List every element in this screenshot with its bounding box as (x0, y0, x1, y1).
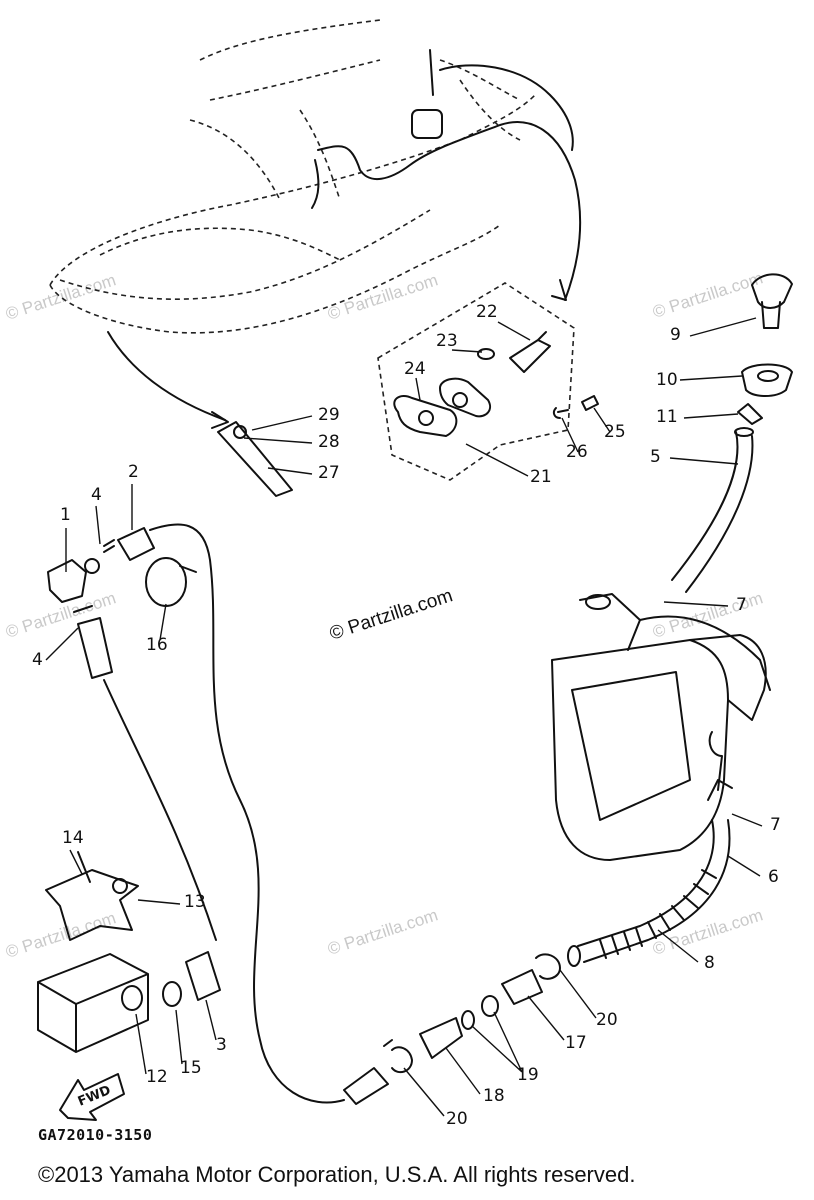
callout-8: 8 (704, 953, 715, 973)
copyright-notice: ©2013 Yamaha Motor Corporation, U.S.A. A… (38, 1162, 636, 1187)
callout-12: 12 (146, 1067, 168, 1087)
lower-left-parts (37, 851, 221, 1053)
callout-18: 18 (483, 1086, 505, 1106)
callout-17: 17 (565, 1033, 587, 1053)
hose (671, 431, 754, 593)
short-hose (343, 1067, 389, 1105)
callout-20a: 20 (596, 1010, 618, 1030)
thin-tube (149, 523, 345, 1104)
corrugated-hose (567, 819, 731, 967)
hull-outline (49, 19, 536, 334)
harness-cable (311, 49, 582, 301)
callout-11: 11 (656, 407, 678, 427)
watermark-center-text: © Partzilla.com (327, 585, 455, 645)
left-top-fittings (47, 527, 217, 941)
watermark-text: © Partzilla.com (325, 905, 440, 958)
callout-6: 6 (768, 867, 779, 887)
callout-15: 15 (180, 1058, 202, 1078)
callout-3: 3 (216, 1035, 227, 1055)
callout-13: 13 (184, 892, 206, 912)
callout-14: 14 (62, 828, 84, 848)
callout-28: 28 (318, 432, 340, 452)
callout-24: 24 (404, 359, 426, 379)
callout-27: 27 (318, 463, 340, 483)
callout-26: 26 (566, 442, 588, 462)
callout-7a: 7 (736, 595, 747, 615)
callout-5: 5 (650, 447, 661, 467)
callout-19: 19 (517, 1065, 539, 1085)
drain-fitting-parts (737, 273, 793, 425)
watermark-text: © Partzilla.com (325, 270, 440, 323)
watermark-text: © Partzilla.com (650, 268, 765, 321)
callout-7b: 7 (770, 815, 781, 835)
callout-29: 29 (318, 405, 340, 425)
watermark-layer: © Partzilla.com © Partzilla.com © Partzi… (3, 268, 765, 961)
watermark-text: © Partzilla.com (650, 588, 765, 641)
pointer-arrow (107, 331, 226, 421)
callout-22: 22 (476, 302, 498, 322)
callout-9: 9 (670, 325, 681, 345)
callout-10: 10 (656, 370, 678, 390)
watermark-text: © Partzilla.com (3, 908, 118, 961)
callout-25: 25 (604, 422, 626, 442)
pump-housing (551, 593, 771, 861)
callout-2: 2 (128, 462, 139, 482)
callout-16: 16 (146, 635, 168, 655)
watermark-text: © Partzilla.com (3, 588, 118, 641)
watermark-text: © Partzilla.com (650, 905, 765, 958)
leader-lines (45, 317, 763, 1117)
callout-layer: 1234456778910111213141516171819202021222… (32, 302, 781, 1129)
callout-23: 23 (436, 331, 458, 351)
forward-arrow-icon: FWD (59, 1073, 125, 1121)
diagram-reference-code: GA72010-3150 (38, 1126, 153, 1144)
watermark-text: © Partzilla.com (3, 270, 118, 323)
callout-20b: 20 (446, 1109, 468, 1129)
switch-assembly-box (377, 282, 599, 481)
callout-4a: 4 (91, 485, 102, 505)
fitting-chain (383, 953, 561, 1074)
callout-1: 1 (60, 505, 71, 525)
callout-4b: 4 (32, 650, 43, 670)
callout-21: 21 (530, 467, 552, 487)
mounting-plate (217, 421, 293, 497)
